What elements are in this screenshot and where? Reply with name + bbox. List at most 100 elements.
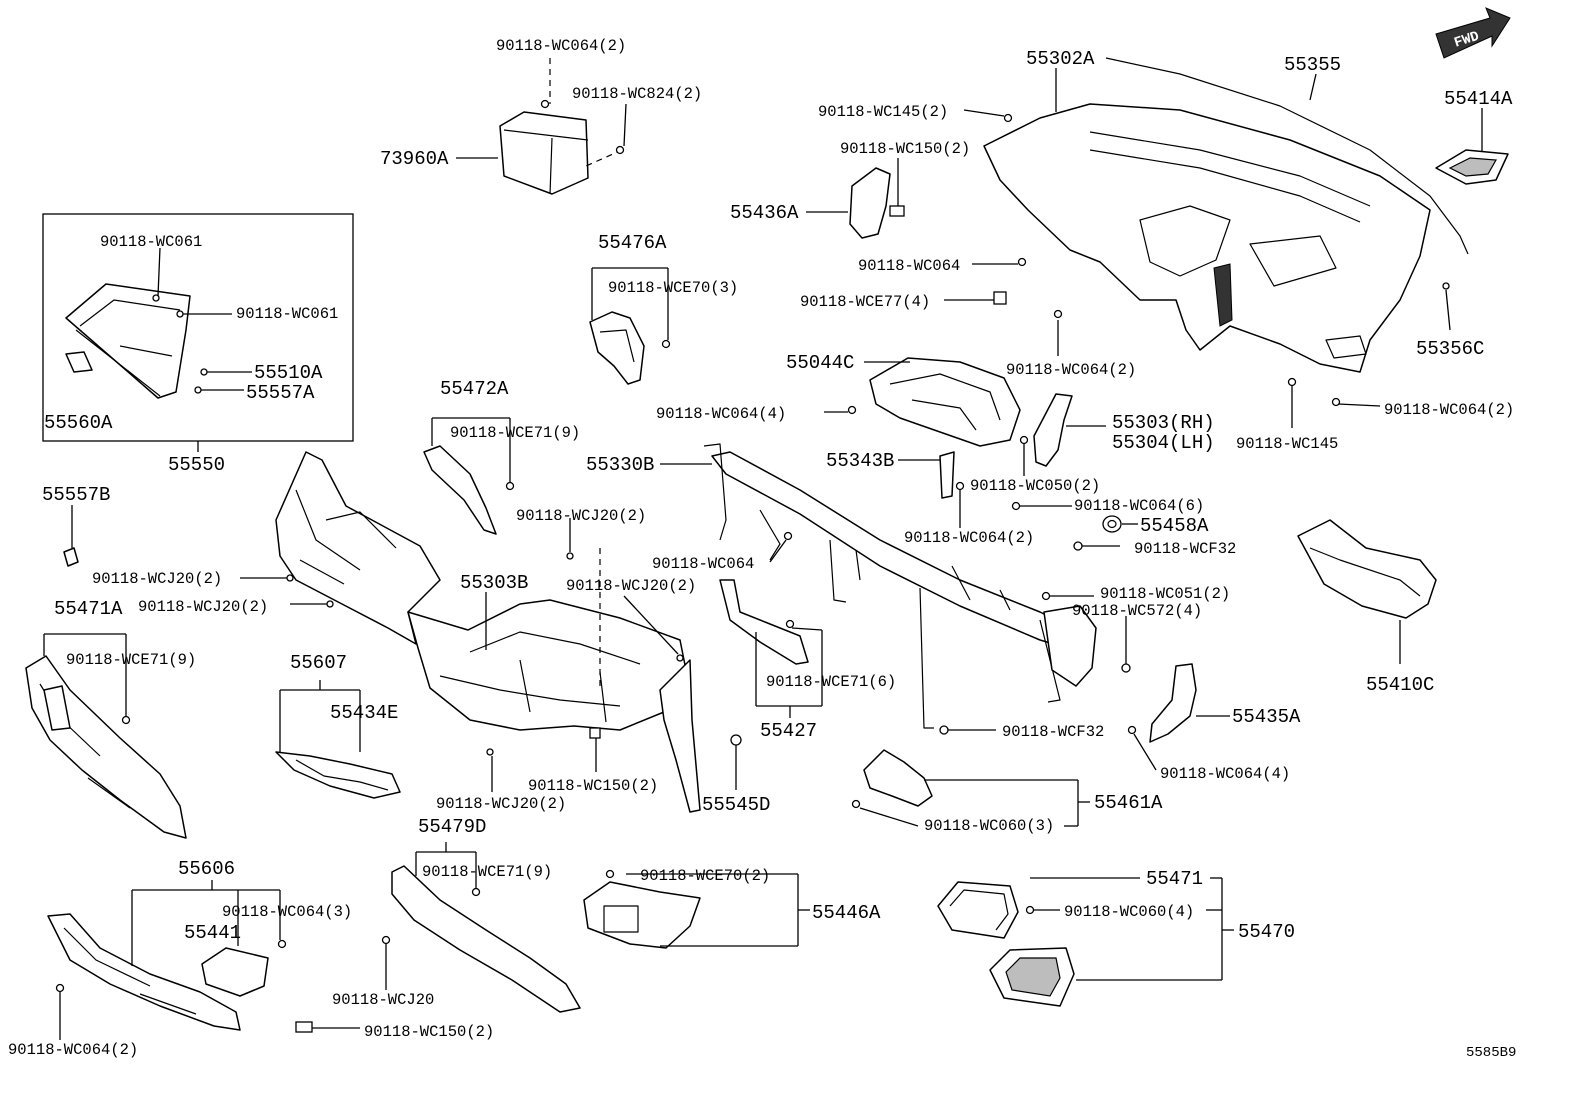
callout: 55458A bbox=[1140, 515, 1209, 537]
callout: 90118-WCE70(2) bbox=[640, 867, 770, 885]
lower-panel-55479d-group bbox=[295, 842, 581, 1033]
lower-panel-55606-group bbox=[47, 880, 287, 1040]
airbag-module-part bbox=[499, 111, 589, 195]
bracket-55343b-part bbox=[939, 451, 955, 499]
callout: 90118-WC064 bbox=[858, 257, 960, 275]
bracket-55343b-group bbox=[898, 451, 965, 528]
callout: 55472A bbox=[440, 378, 509, 400]
callout: 90118-WC064(2) bbox=[8, 1041, 138, 1059]
bracket-55427-group bbox=[719, 579, 823, 718]
callout: 55476A bbox=[598, 232, 667, 254]
grommet-55458a-group bbox=[1102, 515, 1138, 533]
bracket-55044c-part bbox=[869, 357, 1021, 447]
callout: 55303(RH) bbox=[1112, 412, 1215, 434]
fwd-arrow-group: FWD bbox=[1435, 7, 1511, 59]
callout: 90118-WC064(3) bbox=[222, 903, 352, 921]
callout: 55414A bbox=[1444, 88, 1513, 110]
clip-55557b-group bbox=[63, 505, 79, 567]
bracket-55427-part bbox=[719, 579, 809, 665]
bracket-55044c-group bbox=[824, 357, 1021, 447]
callout: 55607 bbox=[290, 652, 347, 674]
panel-55476a-part bbox=[589, 311, 645, 385]
clip-part bbox=[63, 547, 79, 567]
bracket-55434e-group bbox=[275, 680, 401, 799]
callout: 55330B bbox=[586, 454, 654, 476]
callout: 90118-WC064(4) bbox=[1160, 765, 1290, 783]
glove-box-lock-part bbox=[65, 351, 93, 373]
callout: 55510A bbox=[254, 362, 323, 384]
callout: 90118-WC150(2) bbox=[528, 777, 658, 795]
lower-panel-55606-part bbox=[47, 913, 241, 1031]
callout: 55436A bbox=[730, 202, 799, 224]
center-bezel-55446a-group bbox=[583, 869, 810, 949]
lower-panel-55479d-part bbox=[391, 865, 581, 1013]
bracket-55303-part bbox=[1033, 393, 1073, 467]
callout: 55435A bbox=[1232, 706, 1301, 728]
callout: 55560A bbox=[44, 412, 113, 434]
panel-55472a-group bbox=[423, 417, 515, 535]
callout: 55471A bbox=[54, 598, 123, 620]
callout: 90118-WC064 bbox=[652, 555, 754, 573]
callout: 55441 bbox=[184, 922, 241, 944]
callout: 90118-WCF32 bbox=[1134, 540, 1236, 558]
bezel-55414a-group bbox=[1435, 108, 1509, 185]
callout: 55302A bbox=[1026, 48, 1095, 70]
callout: 90118-WC150(2) bbox=[840, 140, 970, 158]
instrument-panel-part bbox=[983, 103, 1431, 373]
callout: 90118-WCJ20(2) bbox=[92, 570, 222, 588]
instrument-panel-group bbox=[944, 57, 1469, 428]
callout: 55044C bbox=[786, 352, 854, 374]
callout: 55606 bbox=[178, 858, 235, 880]
callout: 90118-WC061 bbox=[100, 233, 202, 251]
coin-box-part bbox=[201, 947, 269, 997]
panel-55435a-group bbox=[1127, 663, 1230, 771]
callout: 55550 bbox=[168, 454, 225, 476]
callout: 90118-WCJ20(2) bbox=[566, 577, 696, 595]
callout: 55343B bbox=[826, 450, 894, 472]
callout: 90118-WC051(2) bbox=[1100, 585, 1230, 603]
callout: 90118-WC064(2) bbox=[1384, 401, 1514, 419]
lower-panel-part bbox=[25, 655, 187, 839]
callout: 90118-WCE71(9) bbox=[450, 424, 580, 442]
callout: 90118-WC572(4) bbox=[1072, 602, 1202, 620]
callout: 55557B bbox=[42, 484, 110, 506]
callout: 90118-WCE70(3) bbox=[608, 279, 738, 297]
callout: 90118-WCJ20 bbox=[332, 991, 434, 1009]
callout: 55446A bbox=[812, 902, 881, 924]
glove-box-group bbox=[42, 213, 354, 452]
bracket-55434e-part bbox=[275, 751, 401, 799]
vents-55470-group bbox=[937, 877, 1234, 1007]
glove-box-part bbox=[65, 283, 191, 399]
callout: 90118-WC150(2) bbox=[364, 1023, 494, 1041]
callout: 90118-WC060(4) bbox=[1064, 903, 1194, 921]
callout: 90118-WCE71(9) bbox=[66, 651, 196, 669]
center-bezel-part bbox=[583, 881, 701, 949]
callout: 90118-WCE71(6) bbox=[766, 673, 896, 691]
callout: 73960A bbox=[380, 148, 449, 170]
bracket-55436a-part bbox=[849, 167, 891, 239]
callout: 90118-WCJ20(2) bbox=[436, 795, 566, 813]
callout: 55479D bbox=[418, 816, 486, 838]
callout: 90118-WC145(2) bbox=[818, 103, 948, 121]
callout: 55471 bbox=[1146, 868, 1203, 890]
callout: 90118-WC061 bbox=[236, 305, 338, 323]
diagram-code: 5585B9 bbox=[1466, 1045, 1516, 1061]
callout: 55304(LH) bbox=[1112, 432, 1215, 454]
lower-dash-right-leg-part bbox=[659, 659, 701, 813]
bracket-55303-group bbox=[1011, 393, 1106, 511]
callout: 90118-WC824(2) bbox=[572, 85, 702, 103]
bracket-55436a-group bbox=[806, 158, 905, 239]
fwd-arrow-icon bbox=[1435, 7, 1511, 59]
panel-55476a-group bbox=[589, 267, 671, 385]
callout: 90118-WC064(2) bbox=[904, 529, 1034, 547]
callout: 55303B bbox=[460, 572, 528, 594]
callout: 55355 bbox=[1284, 54, 1341, 76]
callout-labels: 90118-WC064(2) 90118-WC824(2) 73960A 901… bbox=[8, 37, 1516, 1061]
callout: 90118-WCE77(4) bbox=[800, 293, 930, 311]
meter-hood-55410c-group bbox=[1297, 519, 1437, 664]
callout: 55461A bbox=[1094, 792, 1163, 814]
callout: 55545D bbox=[702, 794, 770, 816]
lower-panel-55471a-group bbox=[25, 633, 187, 839]
callout: 55356C bbox=[1416, 338, 1484, 360]
